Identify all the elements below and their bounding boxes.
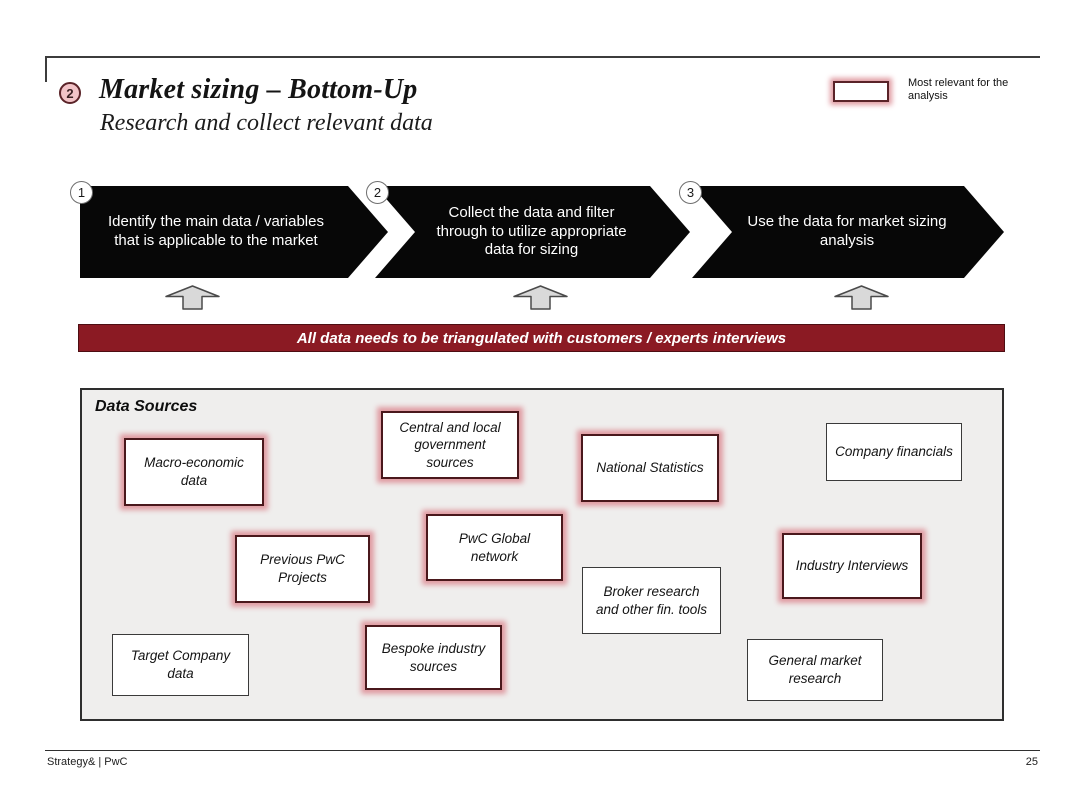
data-source-box: Broker research and other fin. tools	[582, 567, 721, 634]
footer-page-number: 25	[1025, 756, 1038, 768]
top-rule-tick	[45, 56, 47, 82]
top-rule	[45, 56, 1040, 58]
page-subtitle: Research and collect relevant data	[100, 110, 433, 136]
footer-brand: Strategy& | PwC	[47, 756, 128, 768]
process-step-2-number-badge: 2	[366, 181, 389, 204]
process-step-2-arrow: Collect the data and filter through to u…	[375, 186, 690, 278]
data-source-box: General market research	[747, 639, 883, 701]
process-step-1-label: Identify the main data / variables that …	[108, 213, 324, 249]
data-source-box: Company financials	[826, 423, 962, 481]
up-arrow-icon	[165, 285, 220, 310]
process-step-3-arrow: Use the data for market sizing analysis	[692, 186, 1004, 278]
data-source-box: Macro-economic data	[124, 438, 264, 506]
up-arrow-icon	[513, 285, 568, 310]
footer-rule	[45, 750, 1040, 751]
process-step-3-label: Use the data for market sizing analysis	[747, 213, 947, 249]
legend-label: Most relevant for the analysis	[908, 77, 1009, 102]
page-title: Market sizing – Bottom-Up	[99, 74, 418, 105]
data-source-box: Target Company data	[112, 634, 249, 696]
process-step-2-label: Collect the data and filter through to u…	[436, 203, 627, 259]
data-source-box: National Statistics	[581, 434, 719, 502]
triangulation-banner: All data needs to be triangulated with c…	[78, 324, 1005, 352]
process-step-1-arrow: Identify the main data / variables that …	[80, 186, 388, 278]
data-source-box: Industry Interviews	[782, 533, 922, 599]
slide-section-number: 2	[66, 85, 74, 101]
data-source-box: Previous PwC Projects	[235, 535, 370, 603]
data-source-box: Central and local government sources	[381, 411, 519, 479]
slide-section-badge: 2	[59, 82, 81, 104]
process-step-1-number-badge: 1	[70, 181, 93, 204]
up-arrow-icon	[834, 285, 889, 310]
data-sources-title: Data Sources	[95, 398, 198, 415]
triangulation-banner-text: All data needs to be triangulated with c…	[296, 329, 787, 347]
data-sources-panel: Data Sources Macro-economic data Central…	[80, 388, 1004, 721]
process-step-3-number-badge: 3	[679, 181, 702, 204]
data-source-box: Bespoke industry sources	[365, 625, 502, 690]
data-source-box: PwC Global network	[426, 514, 563, 581]
legend-highlight-swatch	[833, 81, 889, 102]
